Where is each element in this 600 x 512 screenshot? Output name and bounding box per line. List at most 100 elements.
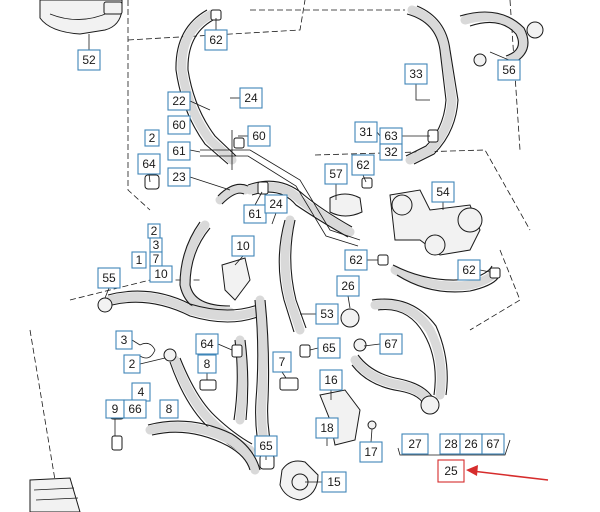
callout-number: 53 <box>320 307 334 321</box>
callout-c62d: 62 <box>457 259 481 281</box>
callout-number: 56 <box>502 63 516 77</box>
callout-number: 9 <box>112 402 119 416</box>
callout-box <box>204 29 228 51</box>
callout-c28: 28 <box>439 433 463 455</box>
callout-box <box>115 330 133 350</box>
callout-c15: 15 <box>321 471 347 493</box>
callout-box <box>379 333 403 355</box>
callout-number: 2 <box>129 357 136 371</box>
callout-c57: 57 <box>324 163 348 185</box>
callout-number: 62 <box>356 158 370 172</box>
callout-c60b: 60 <box>247 125 271 147</box>
callout-box <box>379 143 403 161</box>
callout-c53: 53 <box>315 303 339 325</box>
callout-c62a: 62 <box>204 29 228 51</box>
callout-c10b: 10 <box>149 265 173 283</box>
callout-c54: 54 <box>431 181 455 203</box>
callout-c64a: 64 <box>137 153 161 175</box>
callout-number: 24 <box>244 91 258 105</box>
callout-c66: 66 <box>123 399 147 419</box>
callout-number: 63 <box>384 129 398 143</box>
callout-c33: 33 <box>404 63 428 85</box>
callout-number: 15 <box>327 475 341 489</box>
callout-box <box>77 49 101 71</box>
callout-c61b: 61 <box>243 204 267 224</box>
callout-c67b: 67 <box>481 433 505 455</box>
callout-c32: 32 <box>379 143 403 161</box>
callout-c10a: 10 <box>231 235 255 257</box>
callout-box <box>457 259 481 281</box>
callout-c65b: 65 <box>254 435 278 457</box>
callout-box <box>324 163 348 185</box>
callout-number: 8 <box>166 402 173 416</box>
callout-box <box>231 235 255 257</box>
callout-c26b: 26 <box>459 433 483 455</box>
callout-box <box>344 249 368 271</box>
callout-box <box>315 303 339 325</box>
callout-number: 64 <box>200 337 214 351</box>
callout-number: 17 <box>364 445 378 459</box>
callout-box <box>437 459 465 483</box>
callout-box <box>239 87 263 109</box>
callout-box <box>401 433 429 455</box>
callout-number: 3 <box>153 238 160 252</box>
callout-c2a: 2 <box>144 129 160 147</box>
callout-box <box>351 154 375 176</box>
callout-c24b: 24 <box>264 194 288 214</box>
callout-number: 22 <box>172 94 186 108</box>
callout-number: 18 <box>320 421 334 435</box>
callout-number: 3 <box>121 333 128 347</box>
callout-c64b: 64 <box>195 333 219 355</box>
callout-box <box>167 141 191 161</box>
callout-number: 28 <box>444 437 458 451</box>
callout-c4: 4 <box>131 382 151 402</box>
callout-c55: 55 <box>97 267 121 289</box>
callout-box <box>197 354 217 374</box>
callout-c23: 23 <box>167 167 191 187</box>
callout-c18: 18 <box>315 417 339 439</box>
callout-box <box>321 471 347 493</box>
callout-number: 31 <box>359 125 373 139</box>
callout-number: 16 <box>324 373 338 387</box>
callout-box <box>481 433 505 455</box>
callout-c7b: 7 <box>272 351 292 373</box>
callout-c22: 22 <box>167 91 191 111</box>
callout-box <box>354 121 378 143</box>
callout-number: 26 <box>464 437 478 451</box>
callout-c3b: 3 <box>115 330 133 350</box>
callout-box <box>317 337 341 359</box>
callout-number: 10 <box>154 267 168 281</box>
callout-number: 8 <box>204 357 211 371</box>
callout-box <box>97 267 121 289</box>
callout-c52: 52 <box>77 49 101 71</box>
callout-number: 2 <box>151 224 158 238</box>
callout-c62b: 62 <box>351 154 375 176</box>
callout-number: 65 <box>322 341 336 355</box>
callout-box <box>359 441 383 463</box>
callout-number: 61 <box>248 207 262 221</box>
callout-c3a: 3 <box>149 237 163 253</box>
callout-box <box>167 91 191 111</box>
callout-c27: 27 <box>401 433 429 455</box>
radiator <box>29 477 81 512</box>
callout-c8b: 8 <box>159 399 179 419</box>
callout-number: 7 <box>279 355 286 369</box>
callout-number: 33 <box>409 67 423 81</box>
callout-box <box>247 125 271 147</box>
callout-number: 62 <box>462 263 476 277</box>
callout-c63: 63 <box>379 127 403 145</box>
callout-number: 55 <box>102 271 116 285</box>
callout-c56: 56 <box>497 59 521 81</box>
callout-number: 4 <box>138 385 145 399</box>
callout-number: 60 <box>172 118 186 132</box>
callout-number: 67 <box>384 337 398 351</box>
callout-number: 52 <box>82 53 96 67</box>
callout-number: 23 <box>172 170 186 184</box>
callout-number: 66 <box>128 402 142 416</box>
callout-box <box>167 115 191 135</box>
callout-box <box>144 129 160 147</box>
callout-box <box>123 399 147 419</box>
callout-number: 10 <box>236 239 250 253</box>
